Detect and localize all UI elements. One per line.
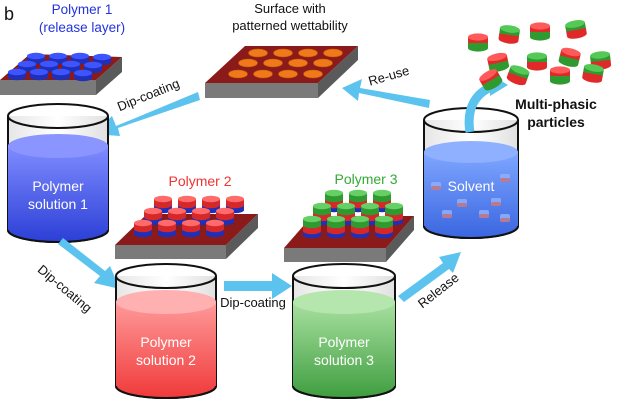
arrow-release xyxy=(398,252,461,302)
arrow-dip-coating-left xyxy=(58,238,120,289)
polymer2-label: Polymer 2 xyxy=(168,173,231,189)
arrow-dip-coating-middle xyxy=(224,273,292,299)
beaker-solvent xyxy=(423,107,519,239)
solution3-sublabel: solution 3 xyxy=(314,352,374,368)
solution3-label: Polymer xyxy=(318,334,370,350)
polymer3-disc-array xyxy=(303,189,403,239)
substrate-polymer2 xyxy=(115,195,258,259)
substrate-polymer3 xyxy=(284,189,414,262)
solution2-sublabel: solution 2 xyxy=(136,352,196,368)
arrow-dip-coating-top xyxy=(92,92,200,136)
polymer3-label: Polymer 3 xyxy=(334,171,397,187)
patterned-wettability-surface xyxy=(205,46,358,98)
multiphasic-particle-cluster xyxy=(468,18,612,93)
panel-label: b xyxy=(4,4,14,24)
surface-sublabel: patterned wettability xyxy=(232,18,348,33)
solution2-label: Polymer xyxy=(140,334,192,350)
dip-coating-left-label: Dip-coating xyxy=(35,262,95,316)
substrate-polymer1 xyxy=(0,52,122,95)
dip-coating-middle-label: Dip-coating xyxy=(220,295,286,310)
solution1-label: Polymer xyxy=(32,178,84,194)
reuse-label: Re-use xyxy=(367,63,411,89)
polymer1-label: Polymer 1 xyxy=(52,2,113,17)
beaker-polymer-solution-2 xyxy=(115,263,217,399)
surface-label: Surface with xyxy=(254,1,326,16)
beaker-polymer-solution-3 xyxy=(292,263,396,399)
multiphasic-label: Multi-phasic xyxy=(515,96,597,112)
beaker-polymer-solution-1 xyxy=(7,103,109,243)
solvent-label: Solvent xyxy=(448,178,495,194)
solution1-sublabel: solution 1 xyxy=(28,196,88,212)
multiphasic-sublabel: particles xyxy=(527,114,585,130)
arrow-reuse xyxy=(342,79,430,108)
polymer1-sublabel: (release layer) xyxy=(39,20,125,35)
